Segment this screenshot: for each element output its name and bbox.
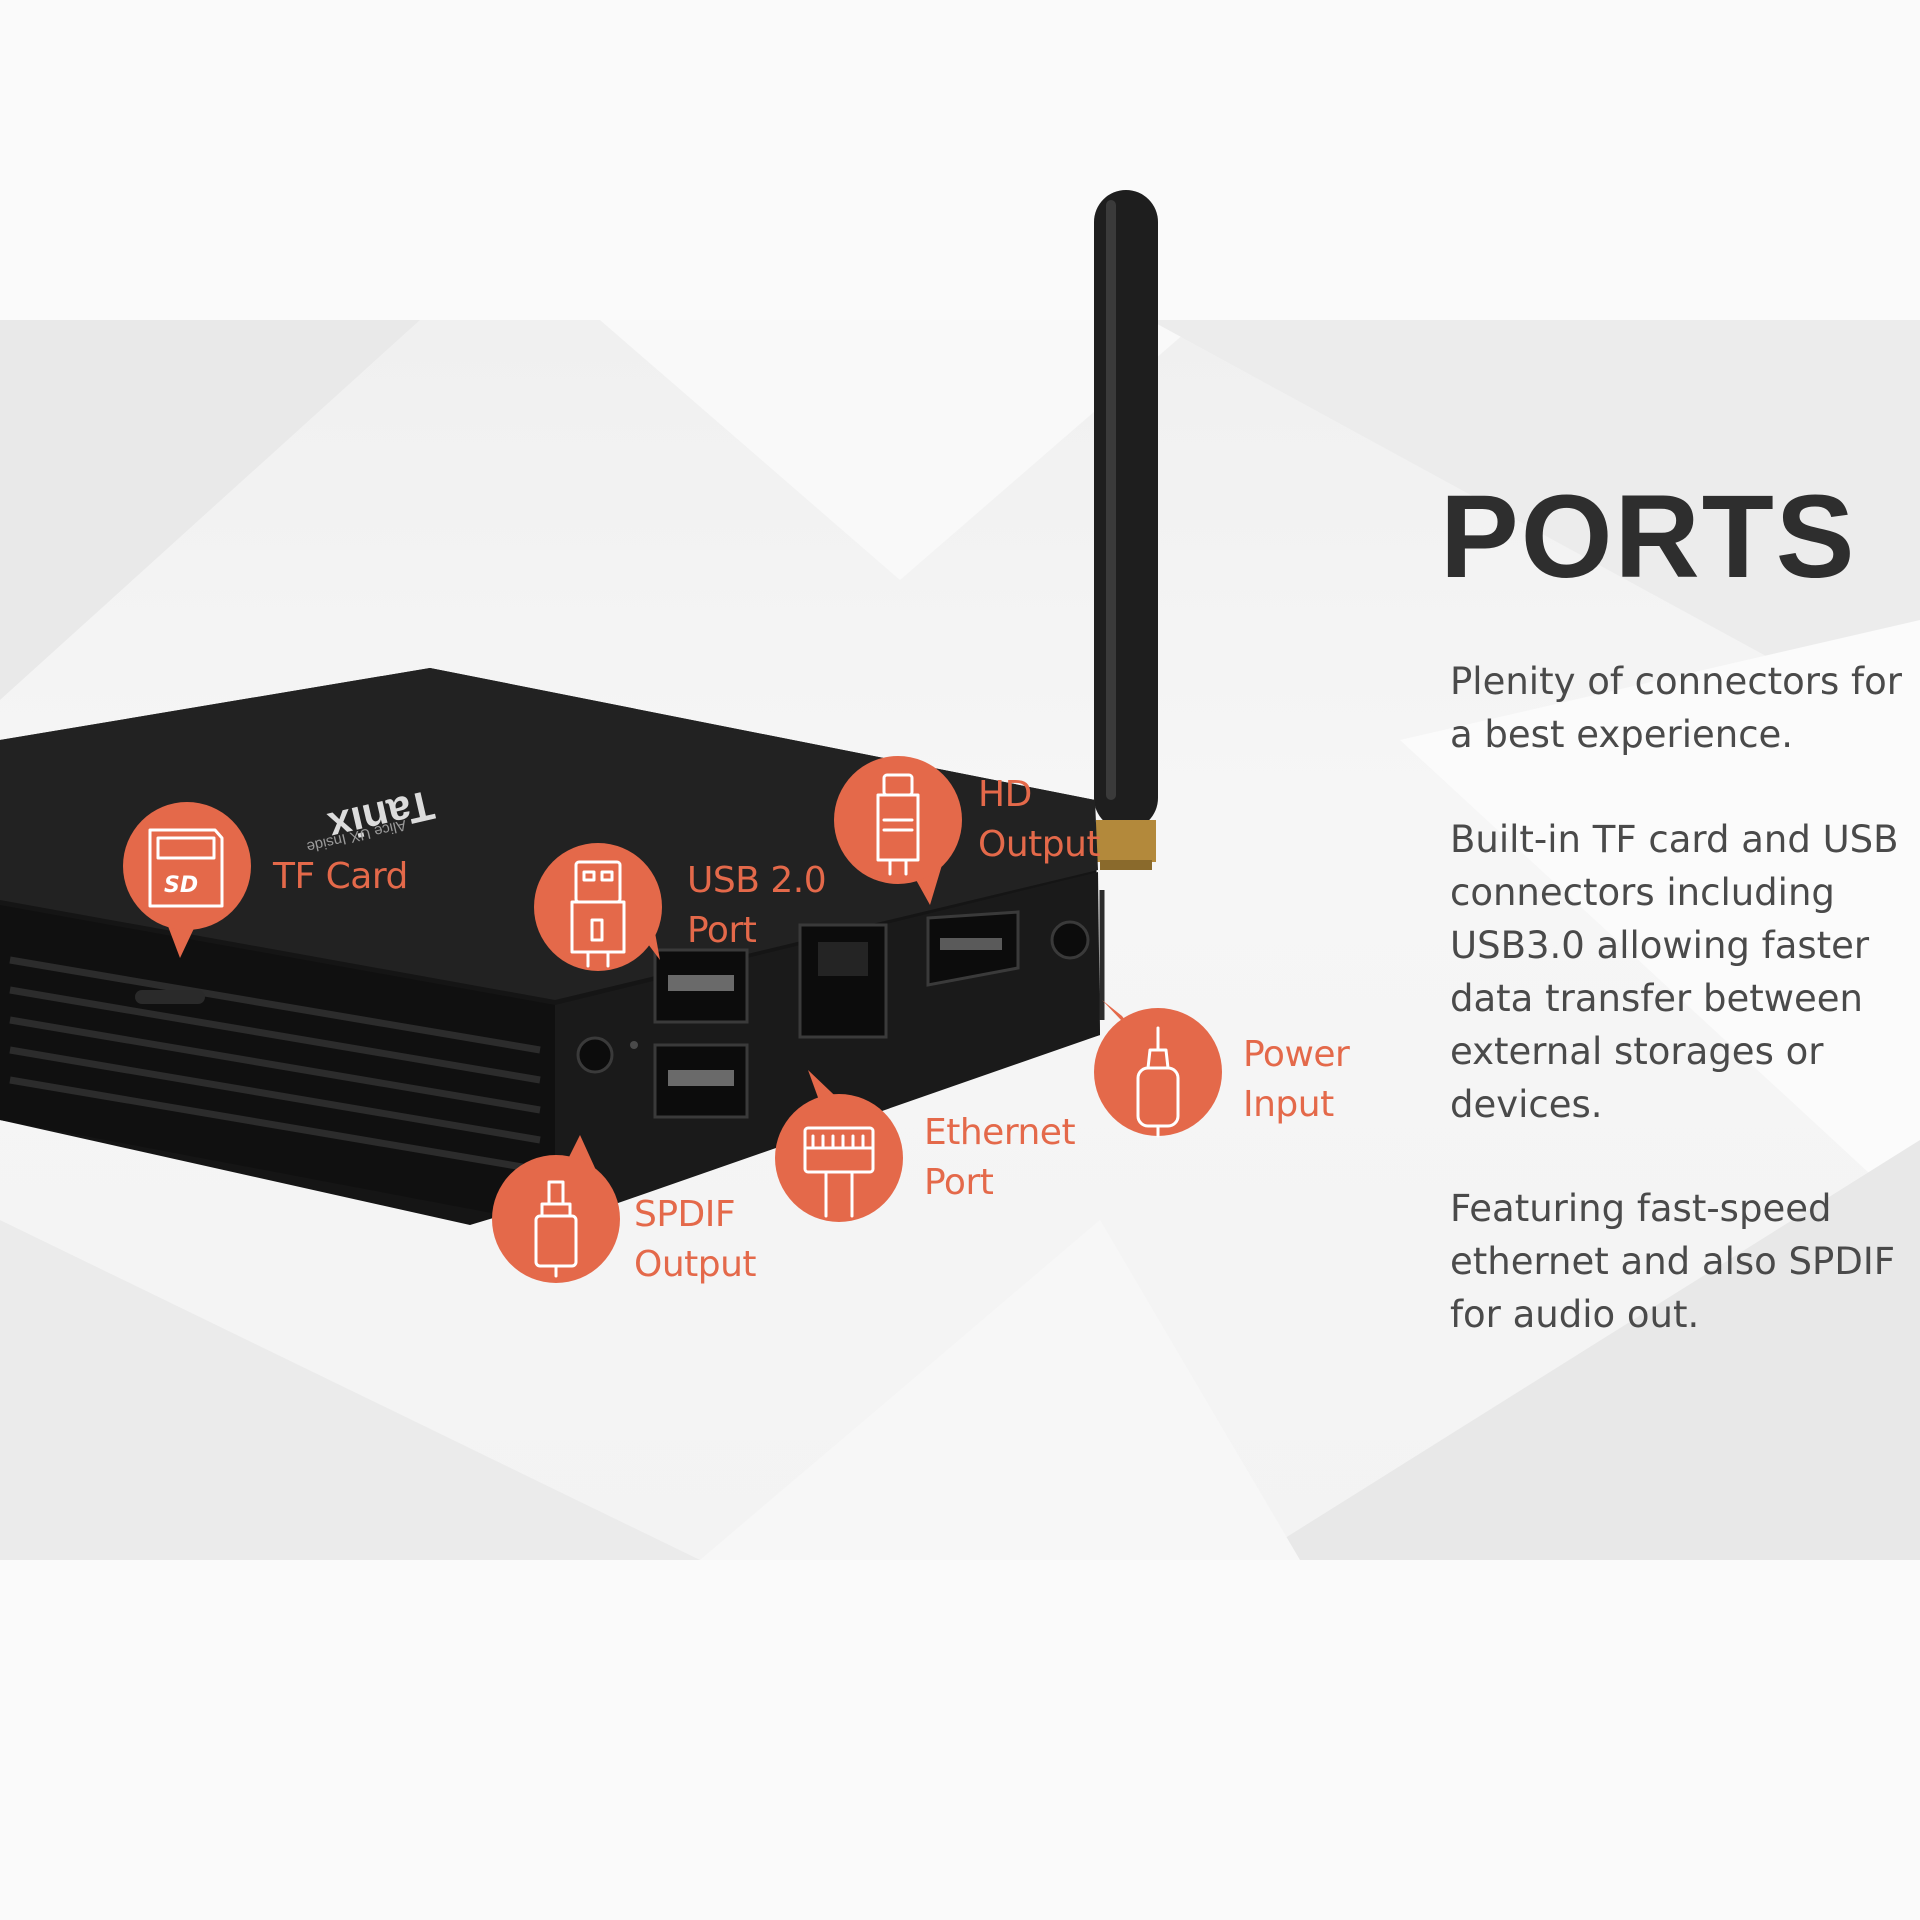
vent-slots xyxy=(9,956,541,1174)
usb-port-upper xyxy=(653,948,749,1024)
connectors-paragraph: Built-in TF card and USB connectors incl… xyxy=(1450,818,1899,1126)
power-jack xyxy=(1050,920,1090,960)
background-facets xyxy=(0,320,1920,1560)
intro-paragraph: Plenity of connectors for a best experie… xyxy=(1450,660,1902,756)
hdmi-port xyxy=(926,910,1020,987)
ethernet-label: Ethernet Port xyxy=(924,1112,1076,1203)
spdif-label: SPDIF Output xyxy=(634,1194,757,1285)
ethernet-bubble xyxy=(775,1070,903,1222)
hdmi-icon xyxy=(876,773,920,876)
usb-label: USB 2.0 Port xyxy=(687,860,827,951)
svg-text:SD: SD xyxy=(164,873,198,898)
power-label: Power Input xyxy=(1243,1034,1350,1125)
background-band xyxy=(0,320,1920,1560)
sd-card-icon: SD xyxy=(148,828,224,908)
spdif-bubble xyxy=(492,1135,620,1283)
hd-label: HD Output xyxy=(978,774,1101,865)
power-bubble xyxy=(1094,1000,1222,1136)
features-paragraph: Featuring fast-speed ethernet and also S… xyxy=(1450,1187,1896,1336)
tf-card-label: TF Card xyxy=(273,856,408,897)
page-title: PORTS xyxy=(1440,471,1857,603)
usb-icon xyxy=(570,860,626,968)
ethernet-port xyxy=(798,923,888,1039)
spdif-icon xyxy=(534,1180,578,1278)
ethernet-icon xyxy=(803,1126,875,1218)
usb-port-lower xyxy=(653,1043,749,1119)
tf-card-slot xyxy=(135,990,205,1004)
usb-bubble xyxy=(534,843,662,971)
power-plug-icon xyxy=(1136,1026,1180,1138)
spdif-jack xyxy=(576,1036,614,1074)
antenna xyxy=(1094,190,1158,870)
led-indicator xyxy=(630,1041,638,1049)
